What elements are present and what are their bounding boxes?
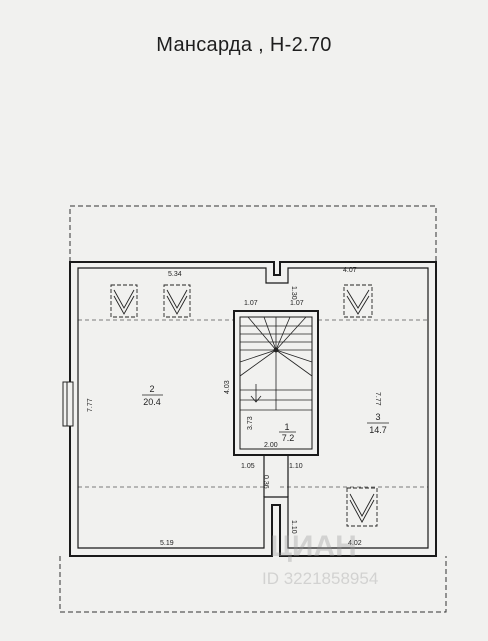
dim-stair-left: 1.07	[244, 300, 258, 307]
room-area: 14.7	[369, 425, 387, 435]
dim-left-height: 7.77	[87, 398, 94, 412]
skylight	[163, 284, 191, 318]
watermark-brand: ЦИАН	[270, 530, 357, 563]
dim-top-left-width: 5.34	[168, 271, 182, 278]
dim-right-height: 7.77	[374, 392, 381, 406]
room-3-label: 3 14.7	[367, 412, 389, 435]
skylight	[346, 487, 378, 527]
staircase	[239, 316, 313, 411]
dim-bottom-mid-right: 1.10	[289, 463, 303, 470]
room-area: 7.2	[282, 433, 295, 443]
skylight	[110, 284, 138, 318]
dim-bottom-mid-left: 1.05	[241, 463, 255, 470]
room-area: 20.4	[143, 397, 161, 407]
slope-lines	[78, 319, 428, 488]
room-number: 3	[375, 412, 380, 422]
dim-hall-width: 2.00	[264, 442, 278, 449]
dim-stair-right: 1.07	[290, 300, 304, 307]
dim-bottom-left-width: 5.19	[160, 540, 174, 547]
plan-title: Мансарда , Н-2.70	[156, 34, 332, 56]
room-1-label: 1 7.2	[279, 422, 296, 443]
room-2-label: 2 20.4	[142, 384, 163, 407]
dim-right-top-depth: 1.30	[290, 286, 297, 300]
room-number: 2	[149, 384, 154, 394]
dim-partition-gap: 0.36	[262, 475, 269, 489]
dim-bottom-right-width: 4.02	[348, 540, 362, 547]
watermark: ЦИАН ID 3221858954	[262, 530, 378, 588]
left-window	[62, 381, 74, 427]
roof-outline	[59, 205, 447, 613]
dim-right-bottom-depth: 1.10	[290, 520, 297, 534]
dim-stair-height: 4.03	[224, 380, 231, 394]
watermark-id: ID 3221858954	[262, 569, 378, 588]
skylight	[343, 284, 373, 318]
dim-top-right-width: 4.07	[343, 267, 357, 274]
dim-hall-height: 3.73	[247, 416, 254, 430]
room-number: 1	[284, 422, 289, 432]
